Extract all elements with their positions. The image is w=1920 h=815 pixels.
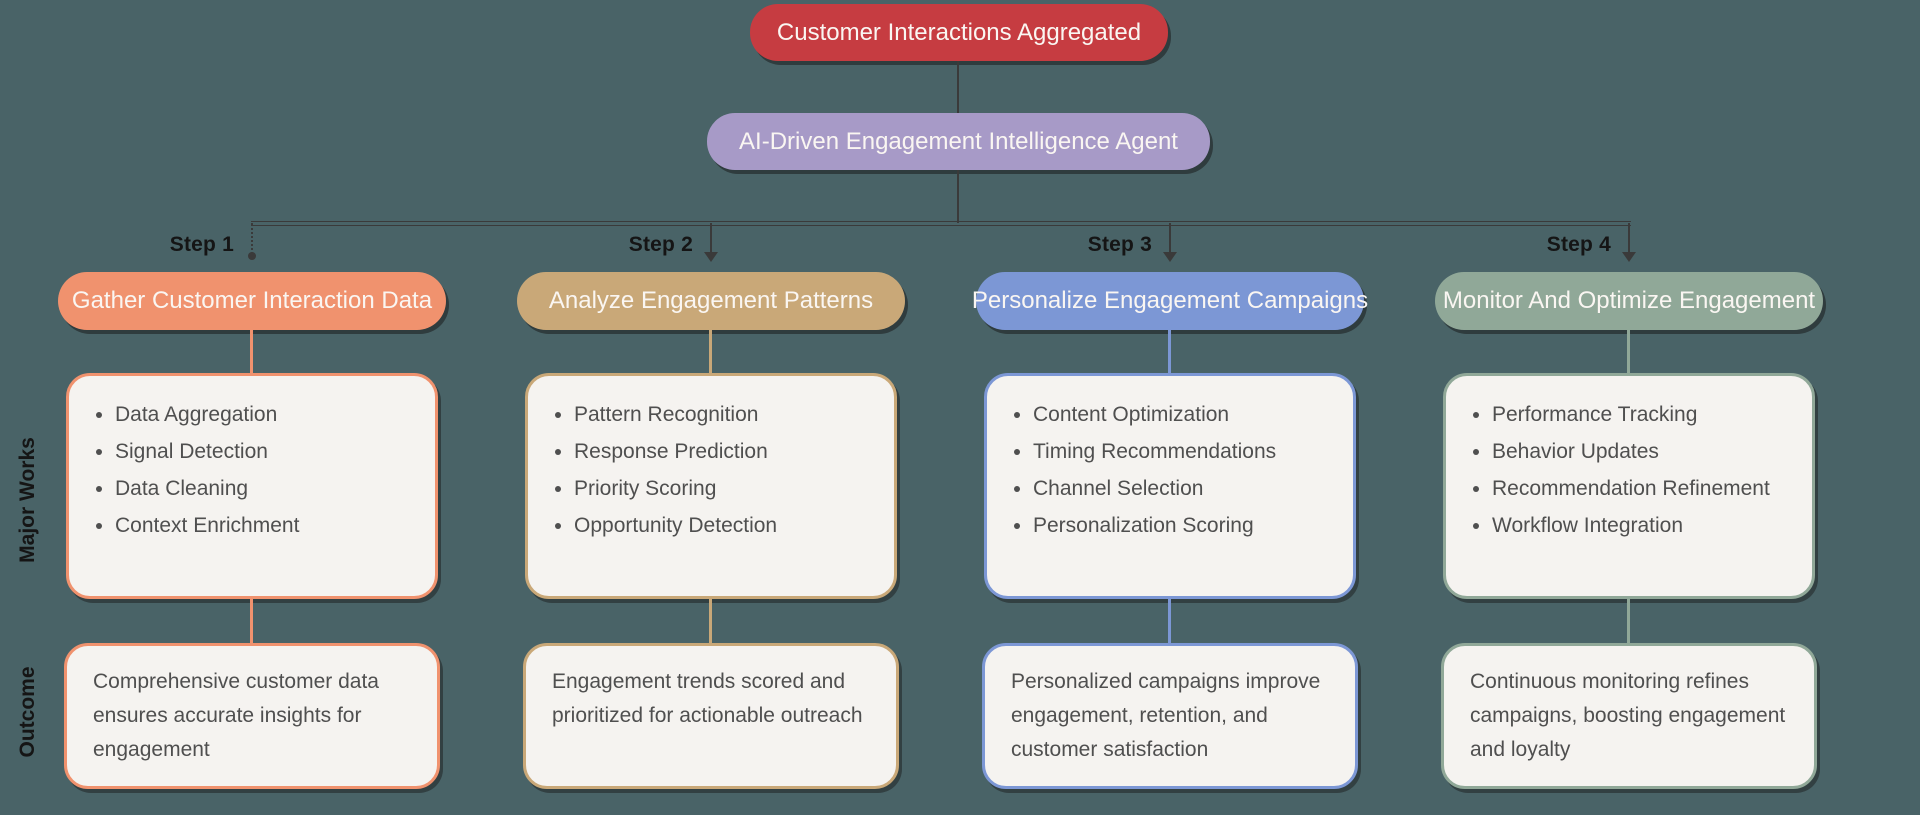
branch-connector	[1628, 223, 1630, 254]
step-3-title-box: Personalize Engagement Campaigns	[972, 272, 1368, 330]
step-3-label: Step 3	[1087, 233, 1152, 256]
major-works-box: Performance Tracking Behavior Updates Re…	[1443, 373, 1815, 599]
work-item: Behavior Updates	[1492, 433, 1812, 470]
step-2-title-box: Analyze Engagement Patterns	[517, 272, 905, 330]
root-agent-connector	[957, 61, 959, 113]
work-item: Recommendation Refinement	[1492, 470, 1812, 507]
works-outcome-connector	[1168, 599, 1171, 643]
work-item: Timing Recommendations	[1033, 433, 1353, 470]
works-outcome-connector	[709, 599, 712, 643]
outcome-box: Engagement trends scored and prioritized…	[523, 643, 899, 789]
branch-arrow	[1163, 252, 1177, 262]
step-3-column: Step 3 Personalize Engagement Campaigns …	[972, 0, 1368, 815]
step-1-title-box: Gather Customer Interaction Data	[58, 272, 446, 330]
work-item: Opportunity Detection	[574, 507, 894, 544]
agent-node: AI-Driven Engagement Intelligence Agent	[707, 113, 1210, 170]
branch-arrow	[1622, 252, 1636, 262]
outcome-box: Continuous monitoring refines campaigns,…	[1441, 643, 1817, 789]
major-works-list: Performance Tracking Behavior Updates Re…	[1446, 396, 1812, 544]
step-2-column: Step 2 Analyze Engagement Patterns Patte…	[517, 0, 905, 815]
works-outcome-connector	[250, 599, 253, 643]
step-1-column: Step 1 Gather Customer Interaction Data …	[58, 0, 446, 815]
row-label-outcome: Outcome	[16, 666, 39, 758]
work-item: Channel Selection	[1033, 470, 1353, 507]
branch-dot	[248, 252, 256, 260]
work-item: Personalization Scoring	[1033, 507, 1353, 544]
work-item: Priority Scoring	[574, 470, 894, 507]
step-4-column: Step 4 Monitor And Optimize Engagement P…	[1435, 0, 1823, 815]
root-node: Customer Interactions Aggregated	[750, 4, 1168, 61]
branch-connector	[710, 223, 712, 254]
work-item: Content Optimization	[1033, 396, 1353, 433]
branch-connector	[1169, 223, 1171, 254]
branch-connector	[251, 223, 253, 254]
title-works-connector	[709, 330, 712, 373]
step-4-label: Step 4	[1546, 233, 1611, 256]
work-item: Context Enrichment	[115, 507, 435, 544]
tree-horizontal-line	[251, 221, 1631, 226]
agent-tree-connector	[957, 170, 959, 223]
major-works-list: Data Aggregation Signal Detection Data C…	[69, 396, 435, 544]
major-works-list: Pattern Recognition Response Prediction …	[528, 396, 894, 544]
work-item: Data Cleaning	[115, 470, 435, 507]
title-works-connector	[250, 330, 253, 373]
step-1-label: Step 1	[169, 233, 234, 256]
work-item: Response Prediction	[574, 433, 894, 470]
work-item: Data Aggregation	[115, 396, 435, 433]
major-works-list: Content Optimization Timing Recommendati…	[987, 396, 1353, 544]
row-label-major-works: Major Works	[16, 437, 39, 563]
major-works-box: Pattern Recognition Response Prediction …	[525, 373, 897, 599]
work-item: Pattern Recognition	[574, 396, 894, 433]
title-works-connector	[1168, 330, 1171, 373]
title-works-connector	[1627, 330, 1630, 373]
outcome-box: Personalized campaigns improve engagemen…	[982, 643, 1358, 789]
work-item: Signal Detection	[115, 433, 435, 470]
branch-arrow	[704, 252, 718, 262]
outcome-box: Comprehensive customer data ensures accu…	[64, 643, 440, 789]
work-item: Workflow Integration	[1492, 507, 1812, 544]
step-4-title-box: Monitor And Optimize Engagement	[1435, 272, 1823, 330]
major-works-box: Data Aggregation Signal Detection Data C…	[66, 373, 438, 599]
major-works-box: Content Optimization Timing Recommendati…	[984, 373, 1356, 599]
work-item: Performance Tracking	[1492, 396, 1812, 433]
step-2-label: Step 2	[628, 233, 693, 256]
works-outcome-connector	[1627, 599, 1630, 643]
